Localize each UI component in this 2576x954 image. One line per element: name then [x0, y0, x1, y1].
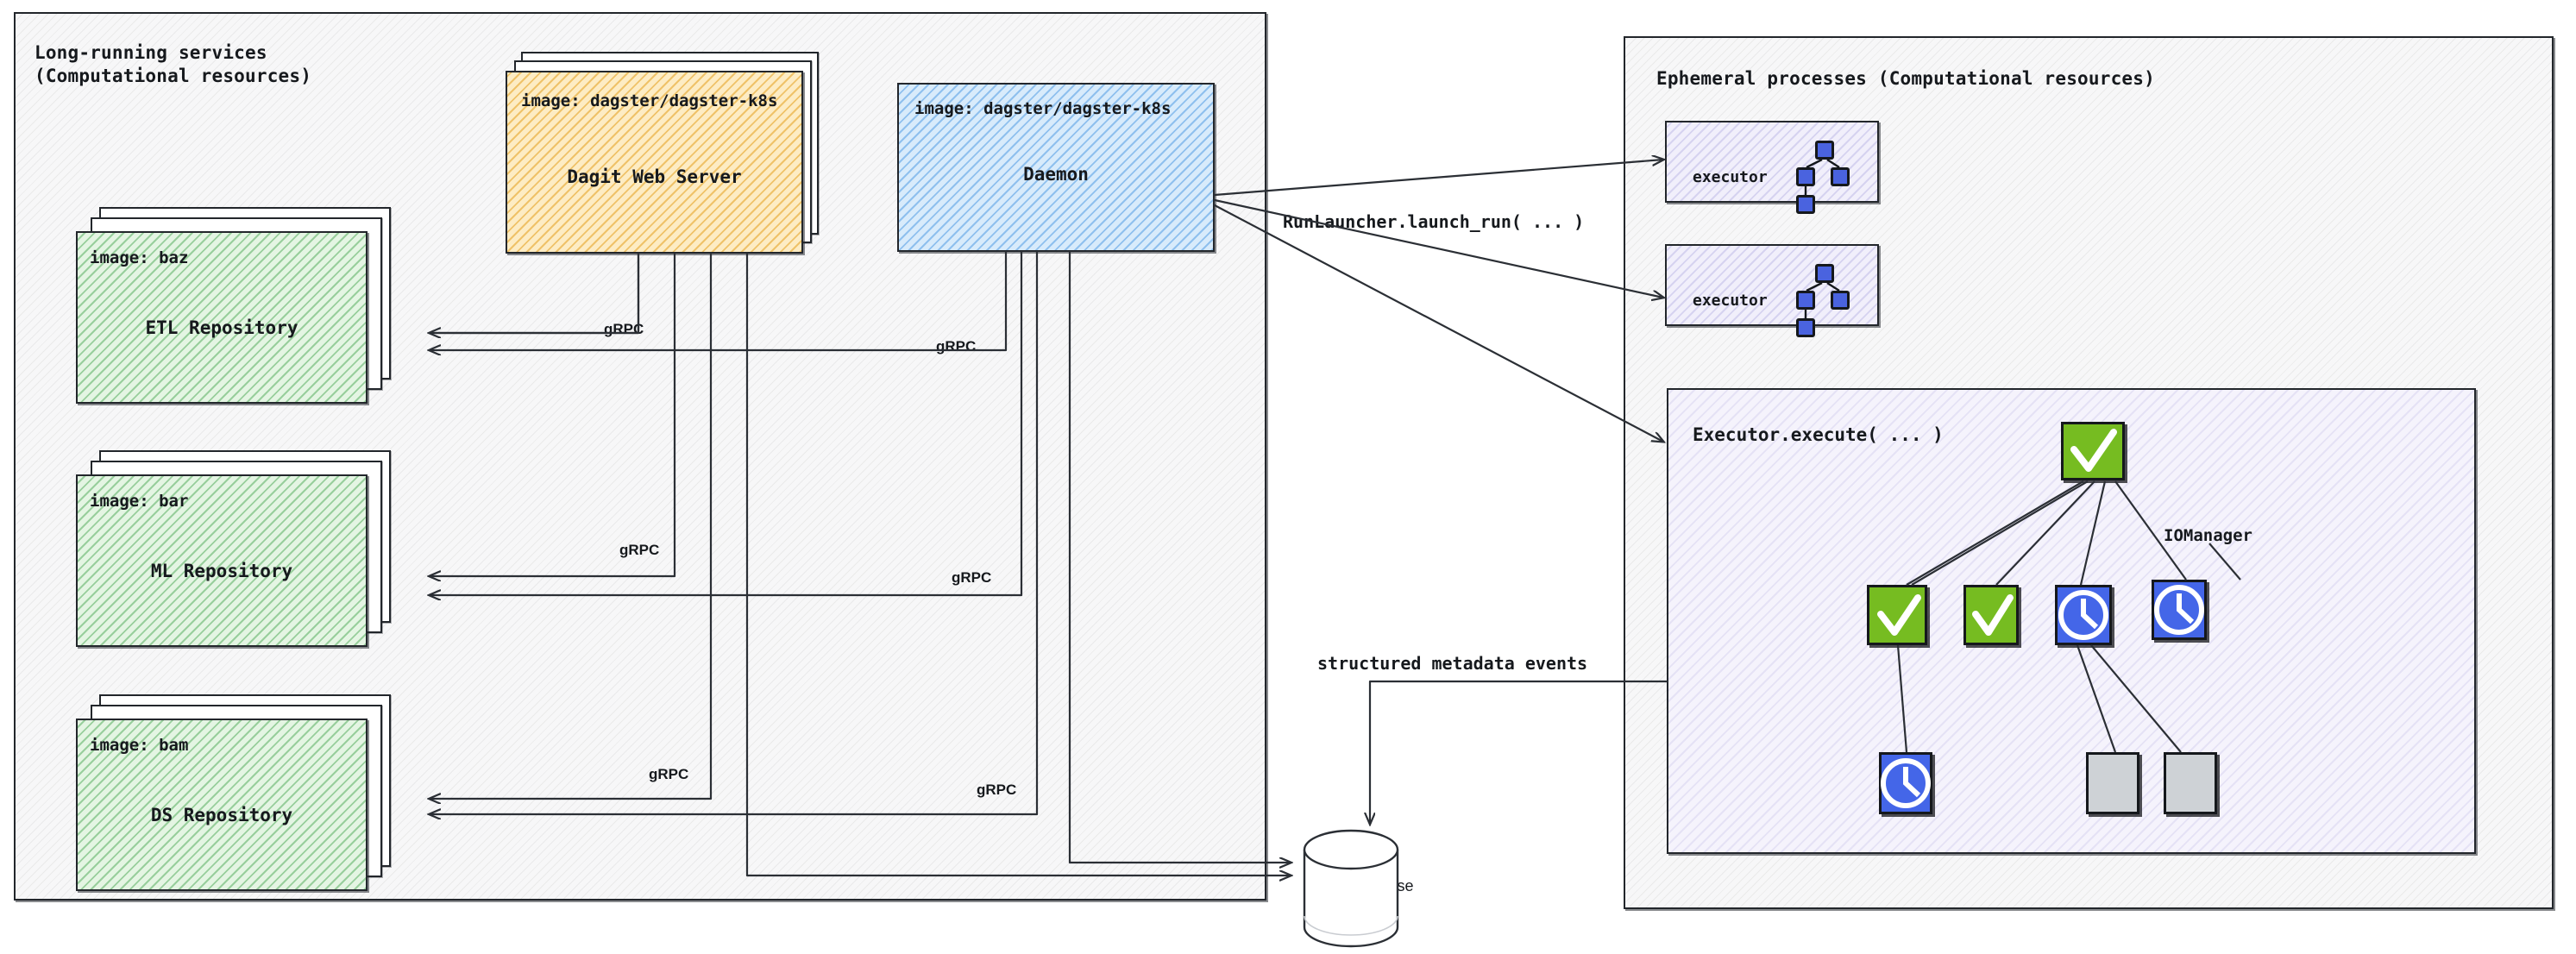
- repo-ds-box[interactable]: [76, 719, 368, 891]
- repo-etl-image-label: image: baz: [90, 248, 189, 267]
- dag-node-n1[interactable]: [1867, 585, 1927, 645]
- executor-2-dag-node-leaf: [1796, 318, 1815, 337]
- executor-1-dag-node-left: [1796, 167, 1815, 186]
- dag-node-n2[interactable]: [1963, 585, 2019, 645]
- dag-node-n5[interactable]: [1879, 752, 1932, 814]
- grpc-label-3: gRPC: [619, 542, 660, 558]
- repo-ds-title-label: DS Repository: [150, 805, 293, 825]
- left-panel-title-line2: (Computational resources): [35, 65, 312, 86]
- grpc-label-2: gRPC: [936, 338, 977, 355]
- run-launcher-label: RunLauncher.launch_run( ... ): [1283, 211, 1585, 232]
- wire-daemon-to-executor-execute: [1213, 204, 1663, 442]
- executor-1-dag-node-root: [1815, 141, 1834, 160]
- repo-ml-title-label: ML Repository: [150, 561, 293, 581]
- grpc-label-5: gRPC: [649, 766, 689, 782]
- right-panel-title: Ephemeral processes (Computational resou…: [1656, 68, 2155, 89]
- executor-2-dag-node-left: [1796, 291, 1815, 310]
- left-panel-title: Long-running services(Computational reso…: [35, 41, 311, 88]
- executor-2-dag-node-root: [1815, 264, 1834, 283]
- dag-node-n6[interactable]: [2086, 752, 2139, 814]
- structured-metadata-events-label: structured metadata events: [1317, 653, 1588, 674]
- dagit-image-label: image: dagster/dagster-k8s: [521, 91, 778, 110]
- database-label: Database: [1347, 877, 1414, 894]
- executor-label-1: executor: [1693, 168, 1768, 186]
- dag-node-n4[interactable]: [2152, 580, 2207, 640]
- repo-ds-image-label: image: bam: [90, 736, 189, 755]
- wire-daemon-to-executor-1: [1213, 160, 1663, 197]
- grpc-label-6: gRPC: [977, 781, 1017, 798]
- grpc-label-1: gRPC: [604, 321, 644, 337]
- dag-node-root[interactable]: [2061, 422, 2125, 480]
- repo-ml-image-label: image: bar: [90, 492, 189, 511]
- executor-1-dag-node-leaf: [1796, 195, 1815, 214]
- executor-1-dag-node-right: [1831, 167, 1850, 186]
- grpc-label-4: gRPC: [952, 569, 992, 586]
- executor-box-1[interactable]: [1665, 121, 1879, 203]
- executor-2-dag-node-right: [1831, 291, 1850, 310]
- left-panel-title-line1: Long-running services: [35, 42, 267, 63]
- repo-etl-title-label: ETL Repository: [145, 317, 298, 338]
- daemon-box[interactable]: [897, 83, 1215, 252]
- executor-label-2: executor: [1693, 292, 1768, 310]
- iomanager-label: IOManager: [2164, 526, 2252, 545]
- daemon-image-label: image: dagster/dagster-k8s: [914, 99, 1172, 118]
- repo-etl-box[interactable]: [76, 231, 368, 404]
- daemon-title-label: Daemon: [1023, 164, 1089, 185]
- wire-metadata-events-to-database: [1370, 680, 1668, 824]
- dag-node-n3[interactable]: [2055, 585, 2112, 645]
- dag-node-n7[interactable]: [2164, 752, 2217, 814]
- executor-box-2[interactable]: [1665, 244, 1879, 326]
- executor-execute-title: Executor.execute( ... ): [1693, 424, 1944, 445]
- repo-ml-box[interactable]: [76, 474, 368, 647]
- dagit-title-label: Dagit Web Server: [567, 166, 742, 187]
